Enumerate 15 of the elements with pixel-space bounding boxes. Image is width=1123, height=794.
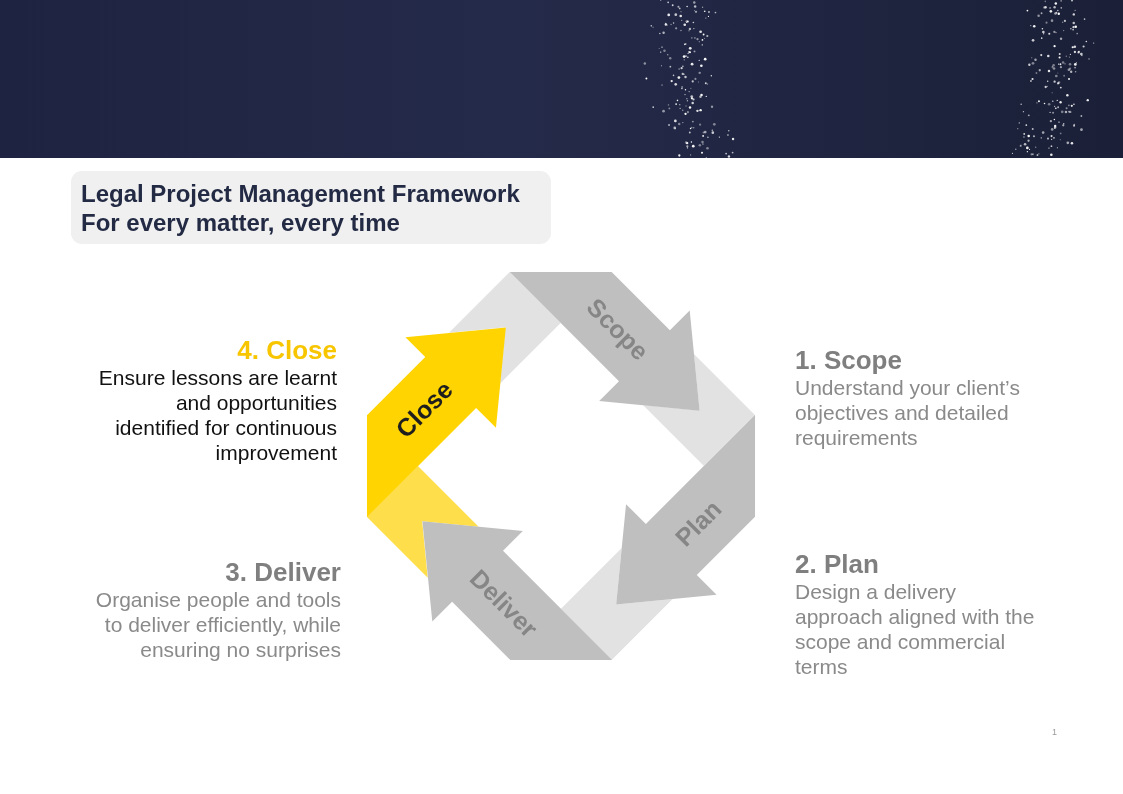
process-arrow [422, 521, 613, 661]
step-heading: 2. Plan [795, 549, 880, 579]
step-description: Organise people and tools to deliver efficiently, while ensuring no surprises [94, 587, 341, 662]
ribbon-segment [561, 548, 673, 660]
step-description: Understand your client’s objectives and detailed requirements [795, 375, 1021, 450]
step-heading: 3. Deliver [224, 557, 341, 587]
page-number: 1 [1052, 727, 1057, 738]
step-description: Ensure lessons are learnt and opportunities identified for continuous improvement [97, 365, 337, 465]
diagram-title: Legal Project Management Framework For every matter, every time [81, 179, 521, 237]
step-heading: 4. Close [236, 335, 337, 365]
ribbon-segment [449, 272, 561, 384]
process-arrow [366, 327, 506, 518]
step-description: Design a delivery approach aligned with the scope and commercial terms [795, 579, 1036, 679]
ribbon-segment [643, 354, 755, 466]
step-heading: 1. Scope [795, 345, 903, 375]
